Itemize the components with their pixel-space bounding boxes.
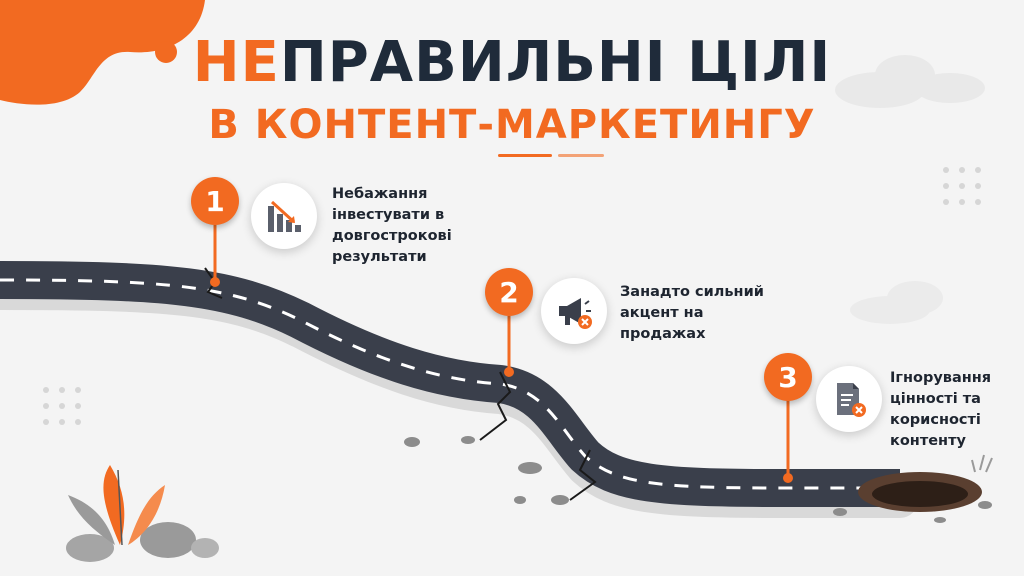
step-3-icon-circle xyxy=(816,366,882,432)
step-1-number-badge: 1 xyxy=(191,177,239,225)
title-accent: НЕ xyxy=(192,30,280,95)
grass-decoration xyxy=(971,454,993,473)
declining-chart-icon xyxy=(268,200,301,232)
step-2-icon-circle xyxy=(541,278,607,344)
pin-dot-3 xyxy=(783,473,793,483)
step-3-label: Ігнорування цінності та корисності конте… xyxy=(890,370,992,450)
pin-dot-1 xyxy=(210,277,220,287)
title-underline-right xyxy=(558,154,604,157)
title-line-1: НЕПРАВИЛЬНІ ЦІЛІ xyxy=(0,30,1024,95)
cloud-decoration-top xyxy=(835,55,985,108)
document-cross-icon xyxy=(837,383,866,417)
megaphone-cross-icon xyxy=(559,298,592,329)
orange-blob-decoration xyxy=(0,0,205,105)
step-3-number-badge: 3 xyxy=(764,353,812,401)
title-rest: ПРАВИЛЬНІ ЦІЛІ xyxy=(279,30,832,95)
orange-dot-decoration xyxy=(155,41,177,63)
step-2-number-badge: 2 xyxy=(485,268,533,316)
title-line-2: В КОНТЕНТ-МАРКЕТИНГУ xyxy=(208,102,816,148)
rocks xyxy=(66,436,992,562)
pin-dot-2 xyxy=(504,367,514,377)
plant-decoration xyxy=(68,465,165,546)
title-underline-left xyxy=(498,154,552,157)
road-crack xyxy=(204,267,597,501)
dot-grid-left xyxy=(43,387,81,425)
cloud-decoration-right xyxy=(850,281,943,324)
pothole-inner xyxy=(872,481,968,507)
step-2-label: Занадто сильний акцент на продажах xyxy=(620,284,764,343)
dot-grid-right xyxy=(943,167,981,205)
step-1-label: Небажання інвестувати в довгострокові ре… xyxy=(332,186,452,266)
step-1-icon-circle xyxy=(251,183,317,249)
